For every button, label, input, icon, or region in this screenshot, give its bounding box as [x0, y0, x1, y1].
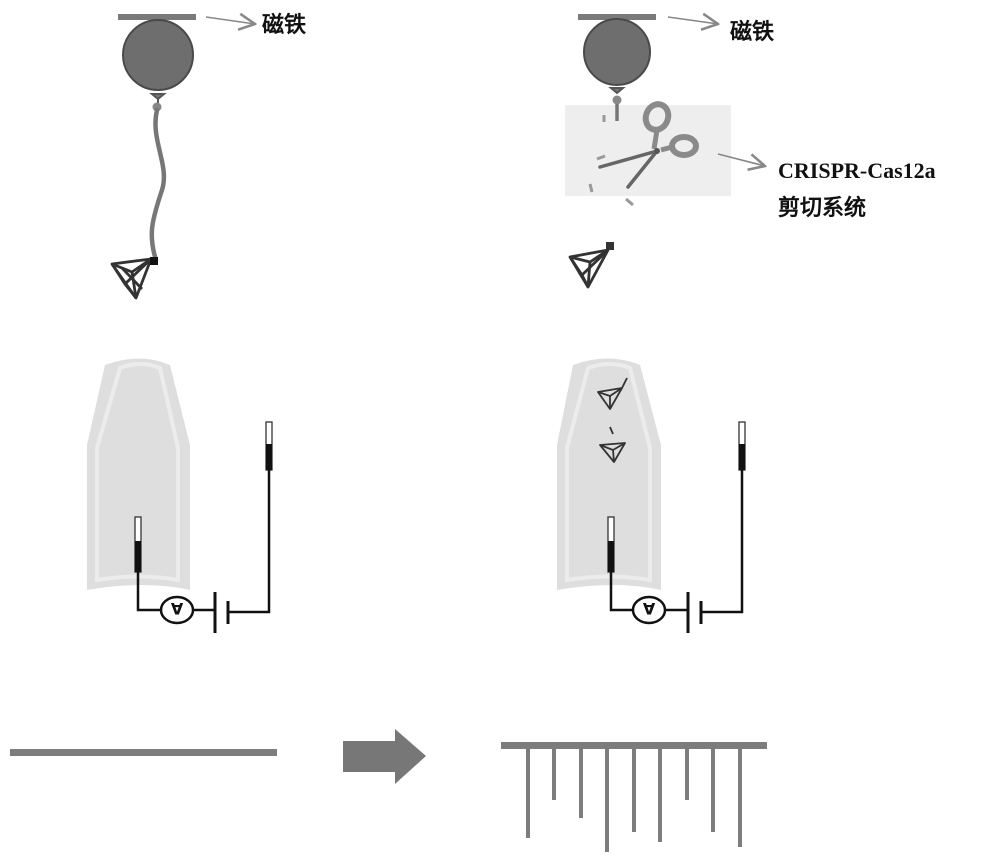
magnet-label-right: 磁铁 — [667, 17, 774, 45]
pointer-arrow — [717, 153, 765, 166]
bead-anchor — [149, 93, 167, 104]
tube-outline — [87, 358, 190, 590]
ammeter-icon: A — [631, 595, 667, 625]
battery-icon — [686, 592, 703, 633]
tag-marker — [606, 242, 614, 250]
crispr-label: CRISPR-Cas12a 剪切系统 — [717, 153, 936, 221]
pointer-arrow — [667, 17, 718, 24]
electrode-tip — [266, 444, 272, 470]
pointer-arrow — [205, 17, 255, 24]
dna-tetrahedron-icon — [568, 248, 610, 289]
crispr-label-line2: 剪切系统 — [778, 195, 866, 221]
dna-tetrahedron-icon — [599, 426, 626, 463]
comb-backbone — [501, 742, 767, 749]
dna-tetrahedron-icon — [110, 257, 153, 300]
magnet-bar-icon — [118, 14, 196, 20]
magnetic-bead-icon — [122, 19, 194, 91]
magnet-label-left: 磁铁 — [205, 12, 306, 38]
released-tetrahedron — [568, 242, 614, 289]
signal-comb — [501, 742, 767, 852]
left-magnet-assembly — [110, 14, 196, 300]
tube-outline — [557, 358, 661, 590]
comb-teeth — [526, 749, 742, 852]
left-electrochemical-cell: A — [87, 358, 273, 633]
right-arrow-icon — [343, 729, 426, 784]
dna-linker — [149, 107, 167, 263]
magnet-bar-icon — [578, 14, 656, 20]
magnet-label: 磁铁 — [262, 12, 306, 38]
dna-tetrahedron-icon — [597, 377, 628, 410]
electrode-tip — [608, 541, 614, 572]
tube-highlight — [565, 362, 652, 583]
svg-text:A: A — [642, 599, 655, 618]
electrode-tip — [135, 541, 141, 572]
battery-icon — [213, 592, 230, 633]
right-electrochemical-cell: A — [557, 358, 746, 633]
scissors-icon — [598, 101, 699, 189]
crispr-label-line1: CRISPR-Cas12a — [778, 158, 936, 183]
svg-text:A: A — [170, 599, 183, 618]
bead-anchor — [608, 87, 626, 95]
tube-highlight — [95, 362, 180, 583]
bead-anchor-node — [152, 102, 162, 112]
magnet-label: 磁铁 — [730, 19, 774, 45]
right-magnet-assembly — [578, 14, 656, 105]
ammeter-icon: A — [159, 595, 195, 625]
baseline-signal — [10, 749, 277, 756]
magnetic-bead-icon — [583, 18, 651, 86]
bead-anchor-node — [612, 95, 622, 105]
electrode-tip — [739, 444, 745, 470]
baseline-bar — [10, 749, 277, 756]
crispr-cas12a-cleavage-box — [565, 101, 731, 207]
tag-marker — [150, 257, 158, 265]
dna-fragment-icon — [588, 115, 634, 207]
